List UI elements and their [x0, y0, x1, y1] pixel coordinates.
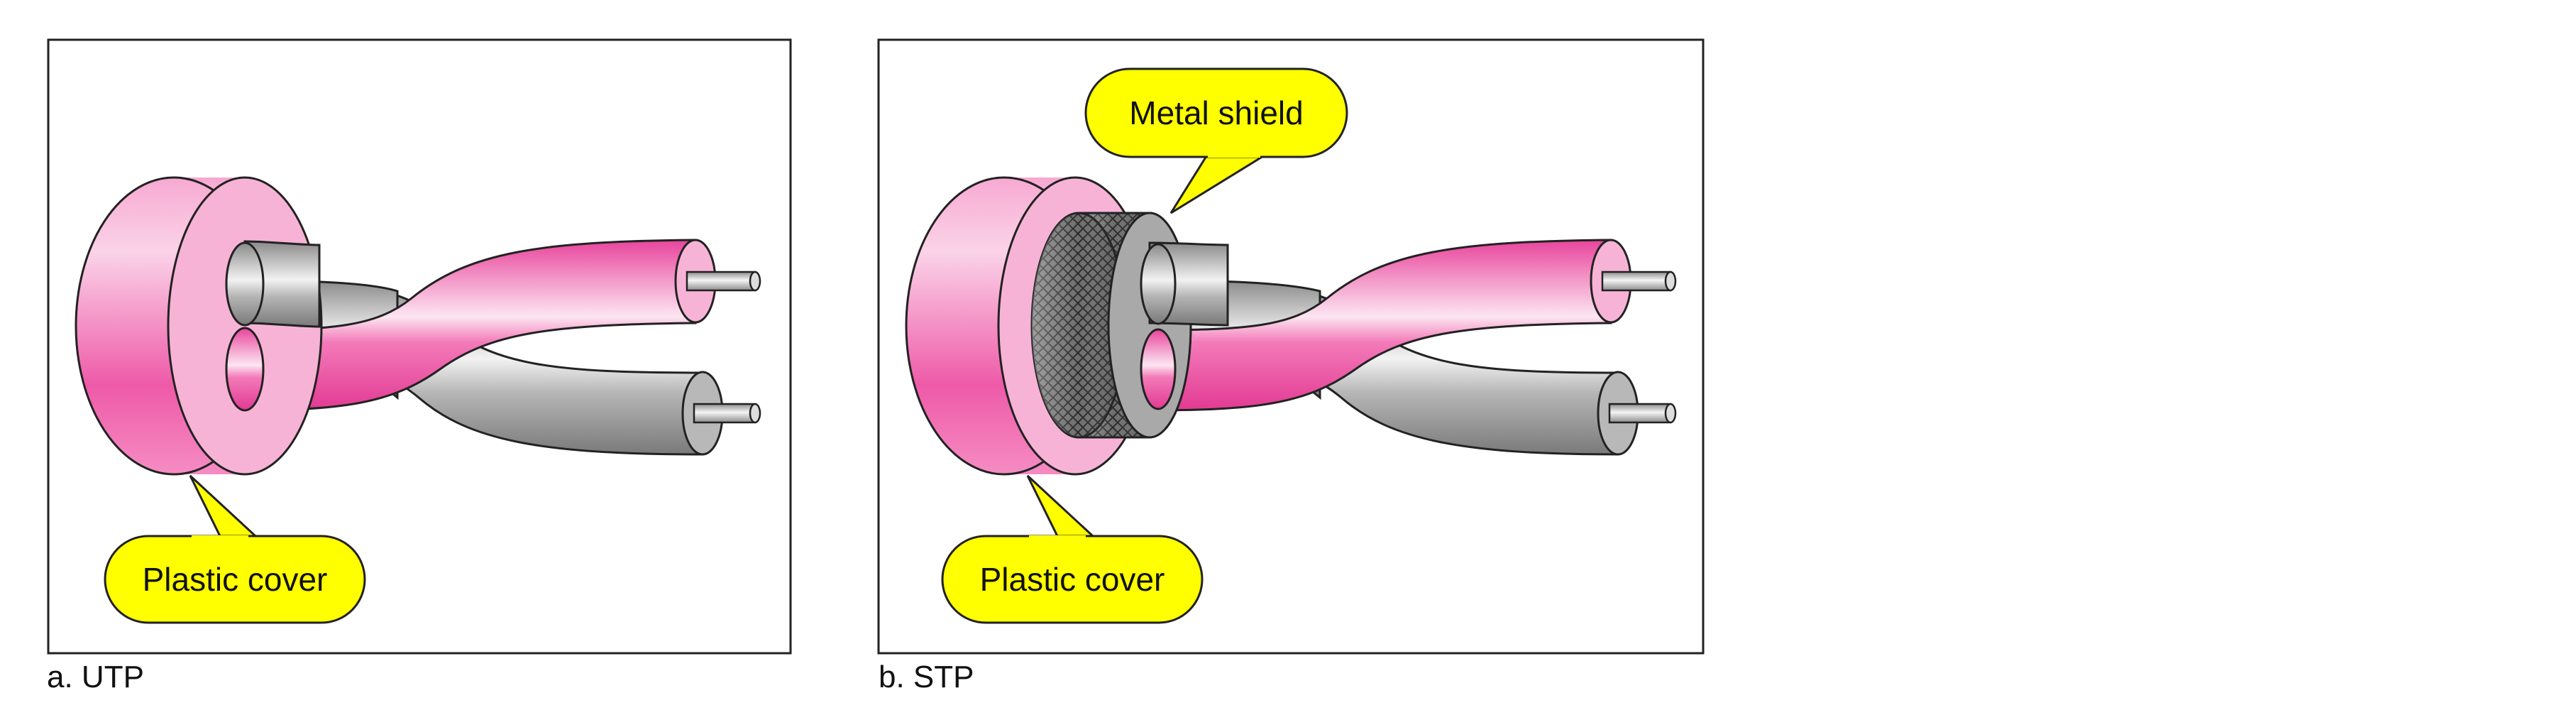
stp-metal-shield-label: Metal shield	[1129, 94, 1303, 131]
utp-plastic-cover	[75, 176, 323, 476]
stp-gray-pin	[1608, 403, 1672, 424]
stp-pink-wire	[1141, 239, 1677, 412]
utp-pink-pin	[686, 271, 756, 292]
stp-caption: b. STP	[879, 660, 974, 694]
utp-caption: a. UTP	[47, 660, 144, 694]
stp-plastic-cover-label: Plastic cover	[980, 561, 1165, 598]
utp-plastic-cover-label: Plastic cover	[143, 561, 328, 598]
stp-pink-pin	[1601, 271, 1672, 292]
utp-gray-pin	[693, 403, 756, 424]
stp-metal-shield-callout: Metal shield	[1084, 67, 1348, 214]
stp-panel: Metal shield Plastic cover b. STP	[877, 38, 1705, 694]
stp-plastic-cover-callout: Plastic cover	[941, 474, 1204, 624]
stp-plastic-cover	[905, 176, 1229, 476]
utp-plastic-cover-callout: Plastic cover	[104, 474, 366, 624]
utp-pink-wire	[233, 239, 761, 412]
utp-panel: Plastic cover a. UTP	[47, 38, 792, 694]
